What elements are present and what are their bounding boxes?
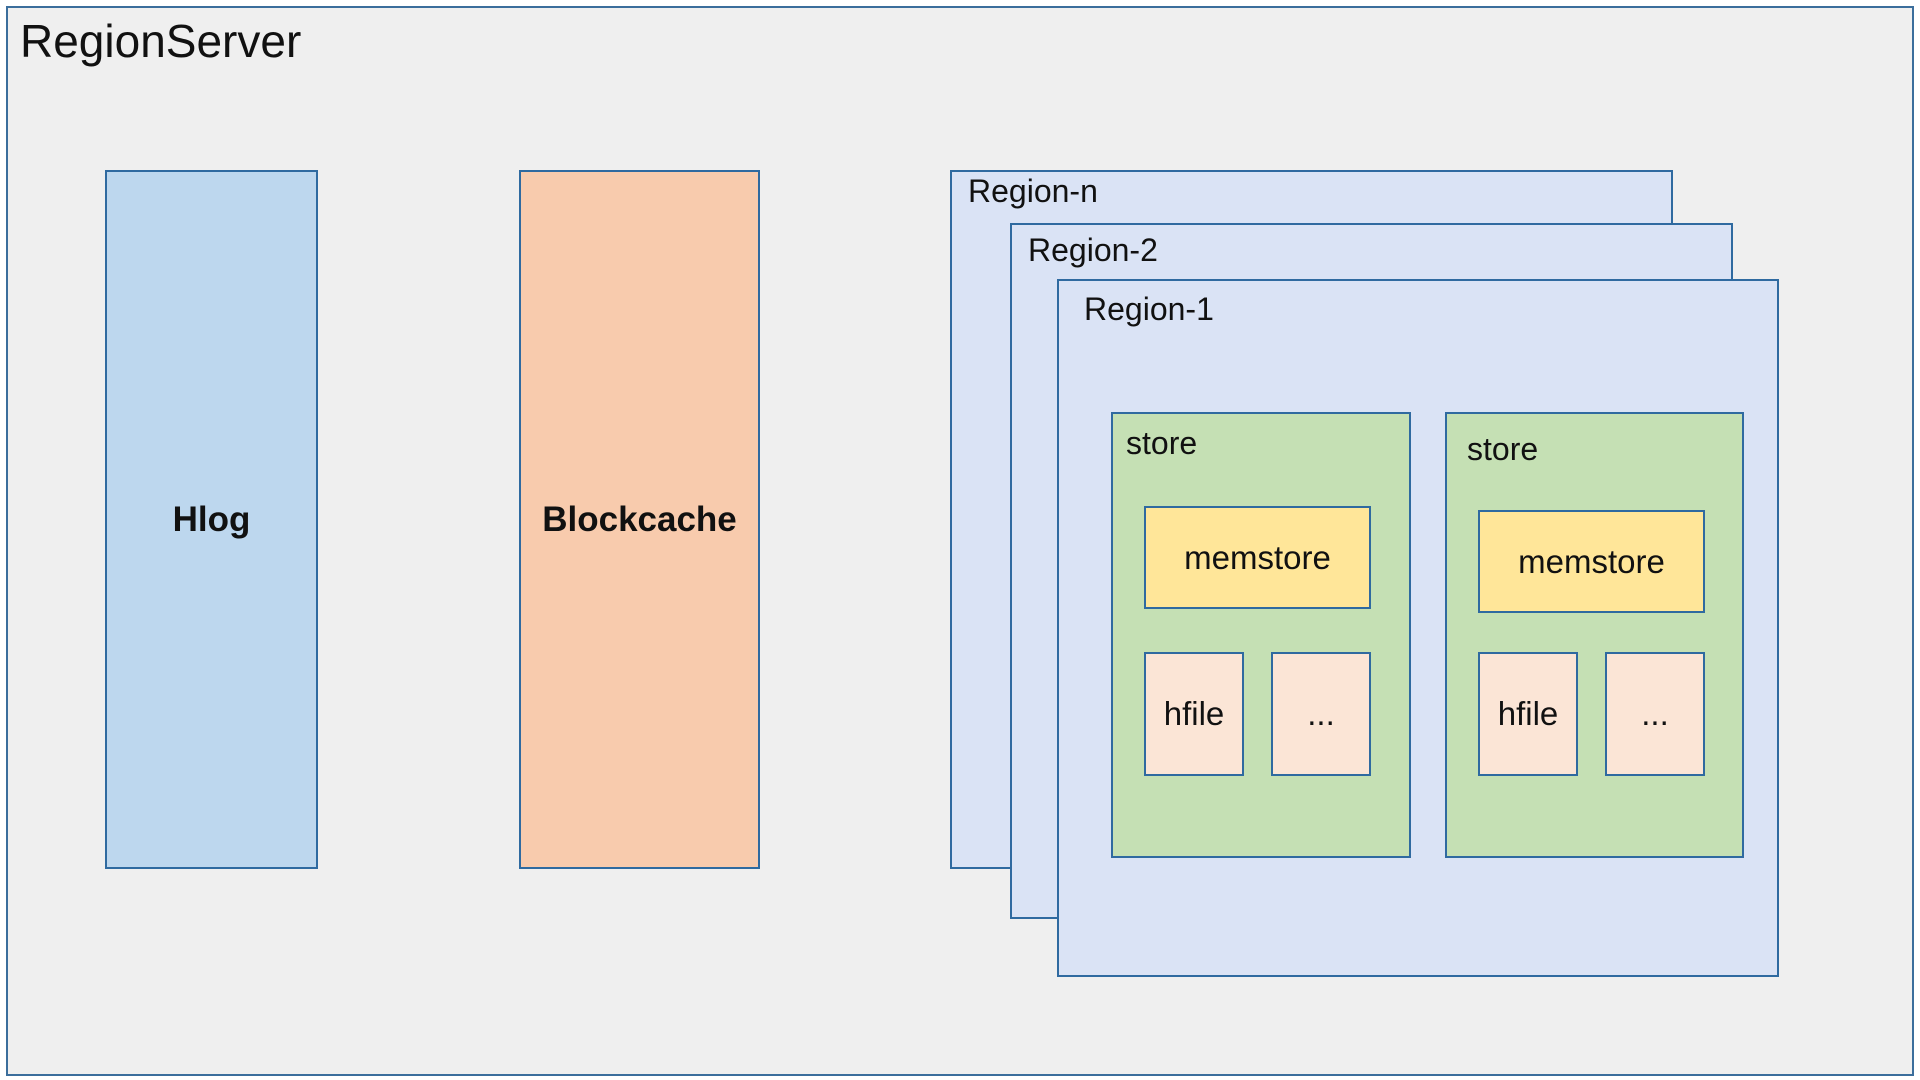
memstore-box: memstore [1478, 510, 1705, 613]
store-label: store [1126, 425, 1198, 461]
hlog-box: Hlog [105, 170, 318, 869]
hfile-box: hfile [1144, 652, 1244, 776]
region-2-label: Region-2 [1028, 232, 1158, 268]
hfile-label: hfile [1163, 695, 1225, 732]
region-1-label: Region-1 [1084, 291, 1214, 327]
hfile-box: hfile [1478, 652, 1578, 776]
memstore-label: memstore [1518, 542, 1665, 580]
memstore-box: memstore [1144, 506, 1371, 609]
memstore-label: memstore [1184, 538, 1331, 576]
store-box [1111, 412, 1411, 858]
hfile-label: hfile [1497, 695, 1559, 732]
more-files-box: ... [1271, 652, 1371, 776]
region-n-label: Region-n [968, 173, 1098, 209]
more-files-box: ... [1605, 652, 1705, 776]
more-files-label: ... [1641, 695, 1669, 732]
hlog-label: Hlog [172, 499, 251, 539]
more-files-label: ... [1307, 695, 1335, 732]
blockcache-label: Blockcache [542, 499, 737, 539]
regionserver-title: RegionServer [20, 15, 302, 67]
store-label: store [1467, 431, 1539, 467]
store-box [1445, 412, 1744, 858]
blockcache-box: Blockcache [519, 170, 760, 869]
